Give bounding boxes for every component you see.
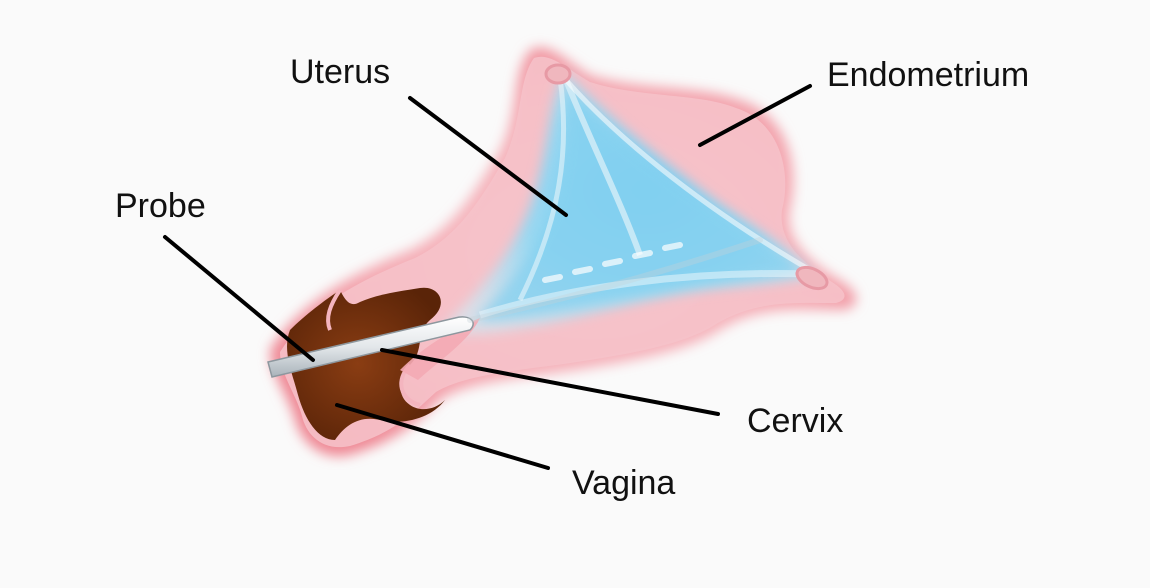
label-cervix: Cervix (747, 402, 843, 440)
label-uterus: Uterus (290, 53, 390, 91)
label-vagina: Vagina (572, 464, 675, 502)
probe-leader (165, 237, 313, 360)
label-probe: Probe (115, 187, 206, 225)
label-endometrium: Endometrium (827, 56, 1029, 94)
